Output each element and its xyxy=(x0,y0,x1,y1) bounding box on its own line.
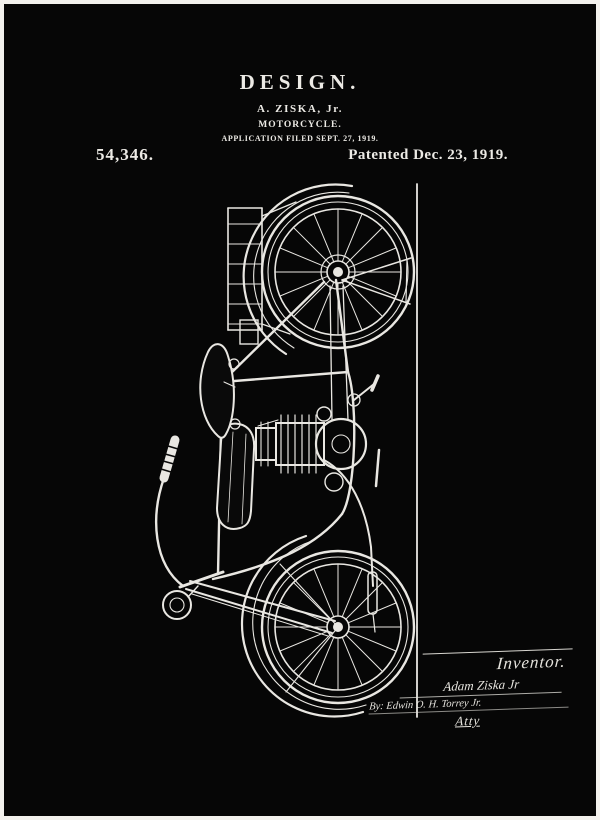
rear-stand xyxy=(341,257,412,305)
motorcycle-illustration xyxy=(155,183,418,718)
patent-number: 54,346. xyxy=(96,145,154,164)
invention-title: MOTORCYCLE. xyxy=(258,120,342,130)
application-filed-line: APPLICATION FILED SEPT. 27, 1919. xyxy=(221,134,379,143)
handlebar xyxy=(155,435,185,588)
motorcycle-drawing xyxy=(128,172,428,732)
pedal-crank xyxy=(347,374,381,488)
rear-wheel xyxy=(260,194,416,350)
headlamp xyxy=(162,585,199,620)
front-wheel xyxy=(260,549,416,705)
fuel-tank xyxy=(215,422,256,530)
inventor-name-line: A. ZISKA, Jr. xyxy=(256,103,344,115)
drive-chain xyxy=(329,285,349,421)
front-fender xyxy=(240,534,367,718)
document-type-heading: DESIGN. xyxy=(239,70,361,94)
signature-block: Inventor. Adam Ziska Jr By: Edwin O. H. … xyxy=(367,648,573,732)
inventor-label: Inventor. xyxy=(496,651,567,674)
patent-date-line: Patented Dec. 23, 1919. xyxy=(348,147,508,163)
front-fork xyxy=(185,580,336,637)
rear-fender xyxy=(242,183,354,356)
engine xyxy=(244,406,368,492)
frame-tubes xyxy=(178,278,356,589)
exhaust-pipe xyxy=(323,459,378,633)
saddle xyxy=(199,343,241,439)
